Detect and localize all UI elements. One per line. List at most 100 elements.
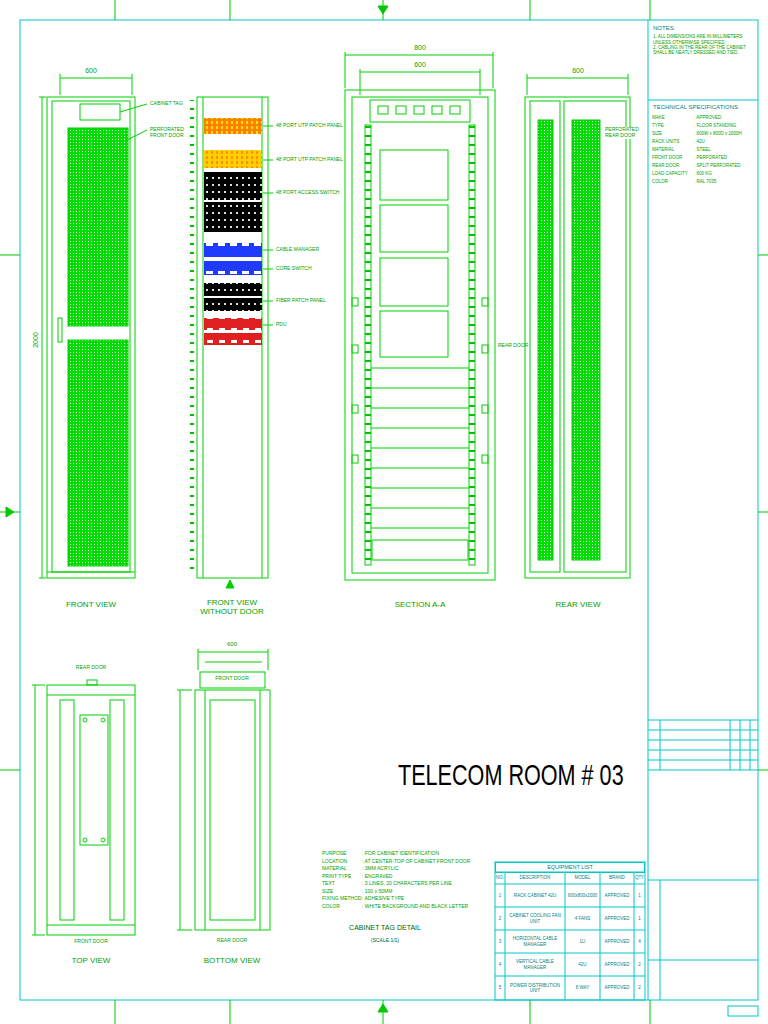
drawing-frame bbox=[600, 872, 601, 1000]
section-a-a bbox=[482, 298, 488, 306]
front-view bbox=[120, 104, 147, 112]
part-label: FRONT DOOR bbox=[74, 939, 108, 945]
view-title: REAR VIEW bbox=[556, 600, 601, 609]
drawing-frame bbox=[648, 20, 649, 1000]
notes-panel: TECHNICAL SPECIFICATIONS bbox=[651, 103, 756, 113]
drawing-frame bbox=[648, 960, 758, 961]
section-a-a bbox=[482, 405, 488, 413]
bottom-view bbox=[268, 649, 269, 670]
drawing-frame bbox=[740, 720, 741, 770]
part-label: PERFORATED FRONT DOOR bbox=[150, 127, 190, 139]
drawing-frame bbox=[20, 20, 758, 1000]
border-ticks bbox=[758, 770, 768, 771]
section-a-a bbox=[371, 368, 469, 528]
table-cell: RACK CABINET 42U bbox=[505, 884, 565, 907]
front-view bbox=[42, 97, 43, 578]
table-cell: 1 bbox=[634, 907, 645, 930]
top-view bbox=[32, 680, 135, 935]
table-cell: 600x800x2000 bbox=[565, 884, 600, 907]
front-view-without-door bbox=[204, 283, 262, 296]
section-a-a bbox=[380, 311, 448, 357]
section-a-a bbox=[380, 150, 448, 200]
bottom-view bbox=[205, 662, 262, 663]
section-a-a bbox=[482, 345, 488, 353]
top-view bbox=[47, 695, 135, 696]
equipment-label: CABLE MANAGER bbox=[276, 247, 319, 253]
front-view-without-door bbox=[204, 333, 262, 345]
section-a-a bbox=[469, 125, 475, 565]
front-view bbox=[80, 104, 120, 120]
front-view-without-door bbox=[190, 100, 194, 570]
dimension-value: 600 bbox=[414, 61, 426, 69]
drawing-frame bbox=[648, 730, 758, 731]
table-cell: CABINET COOLING FAN UNIT bbox=[505, 907, 565, 930]
rear-view bbox=[525, 74, 630, 578]
drawing-frame bbox=[495, 976, 645, 977]
part-label: CABINET TAG bbox=[150, 101, 190, 107]
spec-key: LOAD CAPACITY bbox=[652, 171, 688, 176]
section-a-a bbox=[396, 106, 406, 114]
front-view bbox=[39, 97, 46, 98]
dimension-value: 600 bbox=[227, 641, 237, 648]
bottom-view bbox=[177, 649, 270, 930]
spec-value: : RAL 7035 bbox=[694, 179, 716, 184]
spec-value: : FLOOR STANDING bbox=[694, 123, 736, 128]
bottom-view bbox=[195, 690, 270, 930]
dimension-value: 2000 bbox=[32, 332, 40, 348]
front-view-without-door bbox=[263, 126, 273, 127]
spec-key: REAR DOOR bbox=[652, 163, 679, 168]
view-title: FRONT VIEW bbox=[66, 600, 116, 609]
drawing-frame bbox=[648, 750, 758, 751]
front-view-without-door bbox=[263, 269, 273, 270]
drawing-title: TELECOM ROOM # 03 bbox=[398, 758, 624, 793]
equipment-label: CORE SWITCH bbox=[276, 266, 312, 272]
drawing-frame bbox=[728, 1006, 758, 1016]
border-ticks bbox=[530, 1000, 531, 1024]
top-view bbox=[47, 685, 135, 935]
tag-spec-value: : ADHESIVE TYPE bbox=[362, 896, 404, 902]
equipment-label: PDU bbox=[276, 322, 287, 328]
table-cell: APPROVED bbox=[600, 976, 634, 1000]
top-view bbox=[47, 925, 135, 926]
front-view bbox=[68, 340, 128, 566]
spec-key: MAKE bbox=[652, 115, 665, 120]
table-title-box: EQUIPMENT LIST bbox=[495, 862, 645, 873]
part-label: PERFORATED REAR DOOR bbox=[604, 127, 646, 139]
top-view bbox=[80, 715, 108, 845]
top-view bbox=[35, 685, 36, 935]
detail-scale: (SCALE:1/1) bbox=[371, 938, 399, 944]
front-view-without-door bbox=[204, 172, 262, 200]
drawing-frame bbox=[495, 862, 645, 1000]
table-cell: 1 bbox=[634, 884, 645, 907]
front-view bbox=[39, 74, 147, 578]
top-view bbox=[32, 685, 45, 686]
spec-heading: TECHNICAL SPECIFICATIONS bbox=[653, 104, 754, 111]
view-title: FRONT VIEW WITHOUT DOOR bbox=[195, 598, 270, 616]
front-view-without-door bbox=[204, 261, 262, 275]
front-view-without-door bbox=[204, 118, 262, 134]
bottom-view bbox=[210, 700, 255, 920]
table-header: BRAND bbox=[600, 872, 634, 884]
spec-key: MATERIAL bbox=[652, 147, 674, 152]
tag-spec-key: COLOR bbox=[322, 904, 340, 910]
section-a-a bbox=[345, 52, 495, 580]
notes-panel: NOTES:1. ALL DIMENSIONS ARE IN MILLIMETE… bbox=[651, 24, 756, 57]
front-view-without-door bbox=[204, 202, 262, 232]
table-header: MODEL bbox=[565, 872, 600, 884]
view-title: SECTION A-A bbox=[395, 600, 446, 609]
bottom-view bbox=[177, 690, 192, 691]
tag-spec-value: : 3MM ACRYLIC bbox=[362, 866, 399, 872]
section-a-a bbox=[352, 298, 358, 306]
front-view-without-door bbox=[263, 325, 273, 326]
equipment-label: 48 PORT UTP PATCH PANEL bbox=[276, 157, 343, 163]
border-ticks bbox=[230, 0, 231, 20]
front-view-without-door bbox=[263, 160, 273, 161]
front-view bbox=[47, 97, 135, 578]
drawing-frame bbox=[648, 720, 758, 721]
drawing-frame bbox=[648, 880, 758, 881]
section-a-a bbox=[352, 345, 358, 353]
dimension-value: 800 bbox=[414, 44, 426, 52]
note-text: 2. CABLING IN THE REAR OF THE CABINET SH… bbox=[653, 45, 754, 56]
section-a-a bbox=[352, 97, 488, 573]
